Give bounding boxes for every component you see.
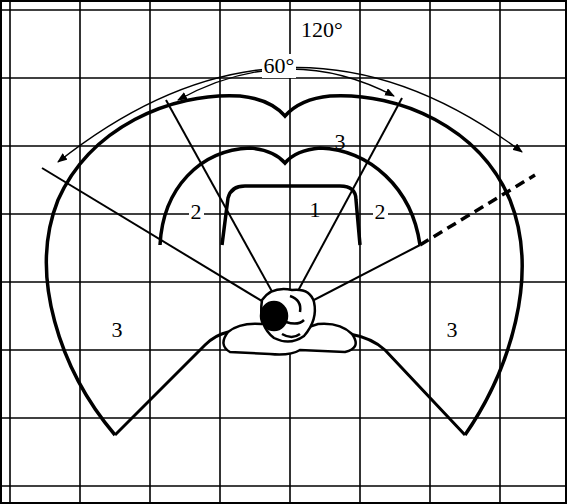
grid-line — [0, 9, 567, 11]
angle-label: 120° — [299, 18, 345, 42]
grid-line — [429, 0, 431, 504]
zone-3-lower-right — [350, 334, 465, 435]
grid-line — [0, 213, 567, 215]
grid-line — [0, 281, 567, 283]
zone-number: 1 — [308, 198, 323, 222]
grid-line — [9, 0, 11, 504]
grid-line — [79, 0, 81, 504]
zone-number: 3 — [333, 130, 348, 154]
sight-lines — [42, 98, 535, 315]
grid-line — [0, 145, 567, 147]
grid-line — [219, 0, 221, 504]
zone-number: 2 — [189, 200, 204, 224]
zone-2-outline — [160, 148, 420, 245]
zone-3-lower-left — [115, 332, 228, 435]
grid-line — [359, 0, 361, 504]
grid-line — [0, 485, 567, 487]
zone-number: 3 — [110, 318, 125, 342]
hand-symbol — [223, 289, 355, 354]
zone-number: 3 — [445, 318, 460, 342]
zone-3-outline — [46, 96, 522, 435]
angle-label: 60° — [262, 54, 297, 78]
grid-line — [499, 0, 501, 504]
grid-line — [149, 0, 151, 504]
grid-line — [0, 417, 567, 419]
angle-arc-120 — [58, 67, 522, 162]
zone-number: 2 — [373, 200, 388, 224]
